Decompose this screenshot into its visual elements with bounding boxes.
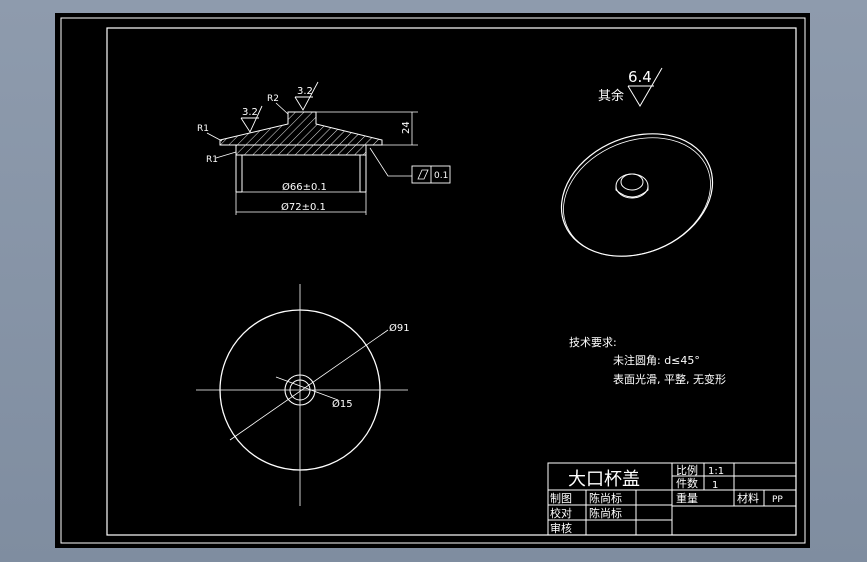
radius-r1-upper-label: R1 — [197, 124, 209, 134]
drawing-sheet — [55, 13, 810, 548]
plan-outer-diameter: Ø91 — [389, 322, 410, 334]
svg-text:3.2: 3.2 — [242, 107, 258, 118]
title-block-text: 大口杯盖 比例 1:1 件数 1 制图 陈尚标 校对 陈尚标 审核 重量 材料 … — [550, 463, 783, 535]
roughness-symbol-top: 3.2 — [294, 81, 319, 111]
title-block — [547, 462, 797, 536]
svg-text:审核: 审核 — [550, 521, 572, 535]
section-view: 24 Ø66±0.1 Ø72±0.1 3.2 3.2 R2 R1 R1 — [197, 81, 451, 215]
svg-text:陈尚标: 陈尚标 — [589, 506, 622, 520]
svg-text:制图: 制图 — [550, 492, 572, 505]
svg-text:PP: PP — [772, 495, 783, 505]
inner-diameter-label: Ø66±0.1 — [282, 181, 327, 193]
svg-text:比例: 比例 — [676, 463, 698, 477]
svg-text:材料: 材料 — [737, 491, 759, 505]
section-rim — [235, 144, 367, 156]
height-dimension: 24 — [401, 121, 412, 134]
isometric-view — [560, 133, 714, 257]
sheet-outer-border — [60, 17, 806, 544]
part-name: 大口杯盖 — [568, 469, 640, 490]
roughness-symbol-left: 3.2 — [240, 105, 263, 133]
svg-text:件数: 件数 — [676, 477, 698, 490]
svg-text:6.4: 6.4 — [628, 68, 652, 86]
svg-text:1: 1 — [712, 480, 718, 491]
svg-text:未注圆角: d≤45°: 未注圆角: d≤45° — [613, 353, 700, 367]
svg-text:3.2: 3.2 — [297, 86, 313, 97]
general-roughness-note: 其余 6.4 — [598, 67, 663, 107]
plan-inner-diameter: Ø15 — [332, 398, 353, 410]
outer-diameter-label: Ø72±0.1 — [281, 201, 326, 213]
svg-text:陈尚标: 陈尚标 — [589, 491, 622, 505]
svg-text:技术要求:: 技术要求: — [569, 336, 617, 349]
flatness-icon — [417, 169, 429, 180]
plan-view: Ø91 Ø15 — [196, 284, 410, 506]
svg-text:其余: 其余 — [598, 88, 624, 104]
svg-text:1:1: 1:1 — [708, 466, 724, 477]
radius-r1-lower-label: R1 — [206, 155, 218, 165]
sheet-inner-frame — [106, 27, 797, 536]
technical-requirements: 技术要求: 未注圆角: d≤45° 表面光滑, 平整, 无变形 — [569, 336, 726, 386]
svg-text:表面光滑, 平整, 无变形: 表面光滑, 平整, 无变形 — [613, 372, 726, 386]
svg-text:重量: 重量 — [676, 491, 698, 505]
radius-r2-label: R2 — [267, 94, 279, 104]
flatness-value: 0.1 — [434, 171, 448, 181]
svg-text:校对: 校对 — [550, 506, 572, 520]
outer-circle — [219, 309, 381, 471]
